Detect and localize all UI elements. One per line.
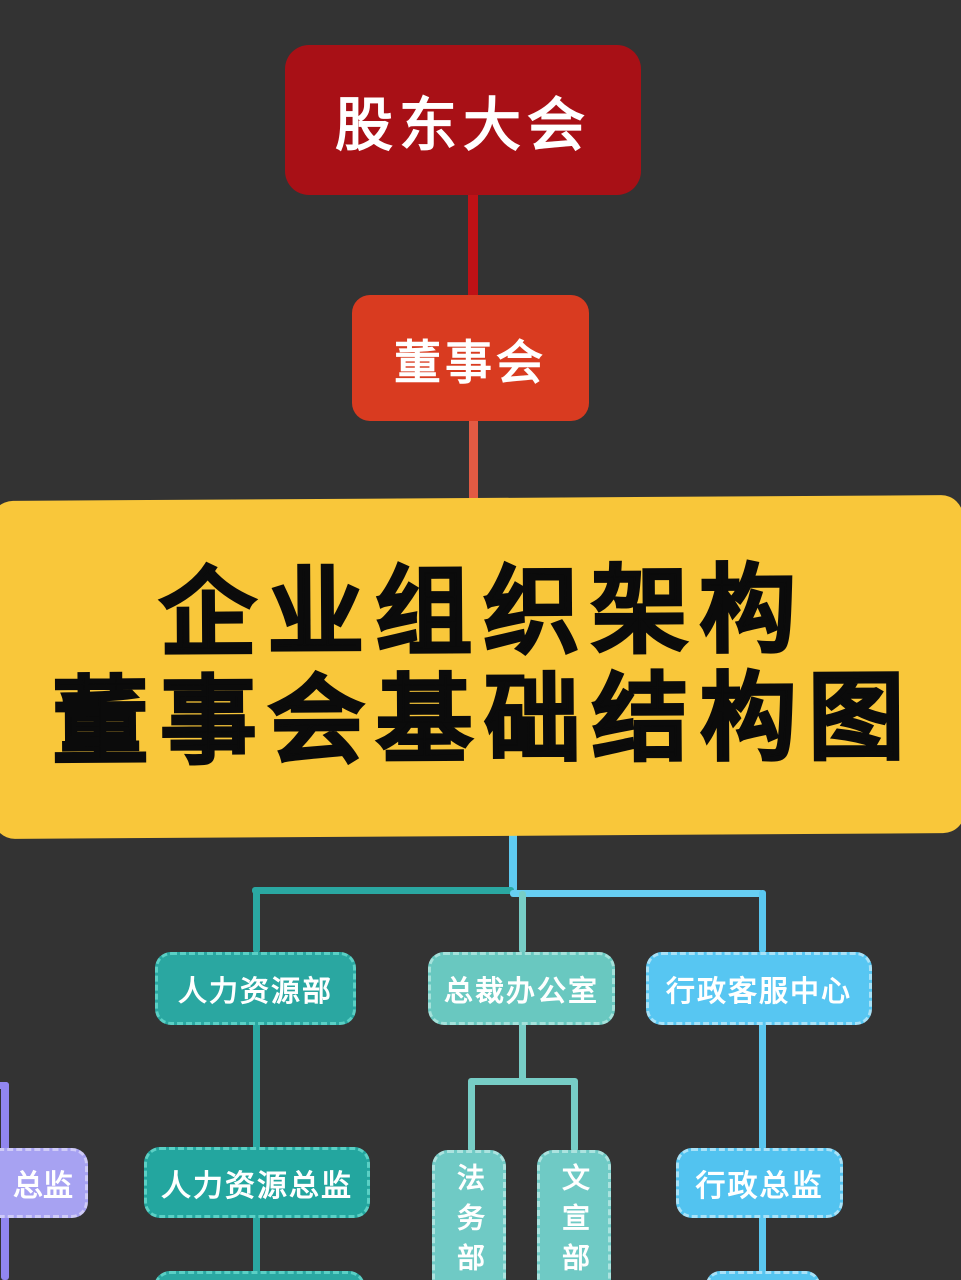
node-shareholders-label: 股东大会 xyxy=(334,93,591,158)
connector-banner-drop xyxy=(509,830,517,892)
connector-branch-right-horizontal xyxy=(510,890,763,897)
node-hr-department-label: 人力资源部 xyxy=(177,975,333,1008)
node-hr-director: 人力资源总监 xyxy=(144,1147,370,1218)
node-board-label: 董事会 xyxy=(394,335,547,389)
node-publicity-department-label: 文宣部 xyxy=(559,1163,590,1280)
node-partial-director-left-edge: 总监 xyxy=(0,1148,88,1218)
connector-shareholders-board xyxy=(468,192,478,298)
node-admin-director-label: 行政总监 xyxy=(695,1170,824,1203)
node-president-office-label: 总裁办公室 xyxy=(443,975,599,1008)
node-board-of-directors: 董事会 xyxy=(352,295,589,421)
node-admin-service-center: 行政客服中心 xyxy=(646,952,872,1025)
node-president-office: 总裁办公室 xyxy=(428,952,615,1025)
node-legal-department-label: 法务部 xyxy=(454,1163,485,1280)
node-publicity-department: 文宣部 xyxy=(537,1150,611,1280)
connector-legal-drop xyxy=(468,1080,475,1152)
connector-admin-center-drop xyxy=(759,890,766,953)
connector-president-drop xyxy=(519,891,526,953)
node-bottom-right-partial xyxy=(706,1271,820,1280)
node-bottom-left-partial xyxy=(154,1271,365,1280)
connector-hr-dept-drop xyxy=(253,887,260,953)
connector-admin-director-down xyxy=(759,1215,766,1275)
connector-branch-left-horizontal xyxy=(252,887,514,894)
connector-publicity-drop xyxy=(571,1080,578,1152)
connector-admin-center-to-director xyxy=(759,1022,766,1150)
banner-title-line1: 企业组织架构 xyxy=(158,556,809,669)
connector-hr-dept-to-director xyxy=(253,1022,260,1150)
node-admin-director: 行政总监 xyxy=(676,1148,843,1218)
banner-title-line2: 董事会基础结构图 xyxy=(51,663,918,778)
node-partial-director-label: 总监 xyxy=(13,1170,73,1203)
connector-hr-director-down xyxy=(253,1215,260,1275)
connector-split-horizontal xyxy=(468,1078,578,1085)
connector-board-banner xyxy=(469,418,478,504)
node-hr-department: 人力资源部 xyxy=(155,952,356,1025)
title-banner: 企业组织架构 董事会基础结构图 xyxy=(0,495,961,839)
node-hr-director-label: 人力资源总监 xyxy=(161,1169,353,1203)
node-legal-department: 法务部 xyxy=(432,1150,506,1280)
node-admin-service-center-label: 行政客服中心 xyxy=(665,975,852,1008)
connector-president-split-drop xyxy=(519,1022,526,1084)
node-shareholders-meeting: 股东大会 xyxy=(285,45,641,195)
